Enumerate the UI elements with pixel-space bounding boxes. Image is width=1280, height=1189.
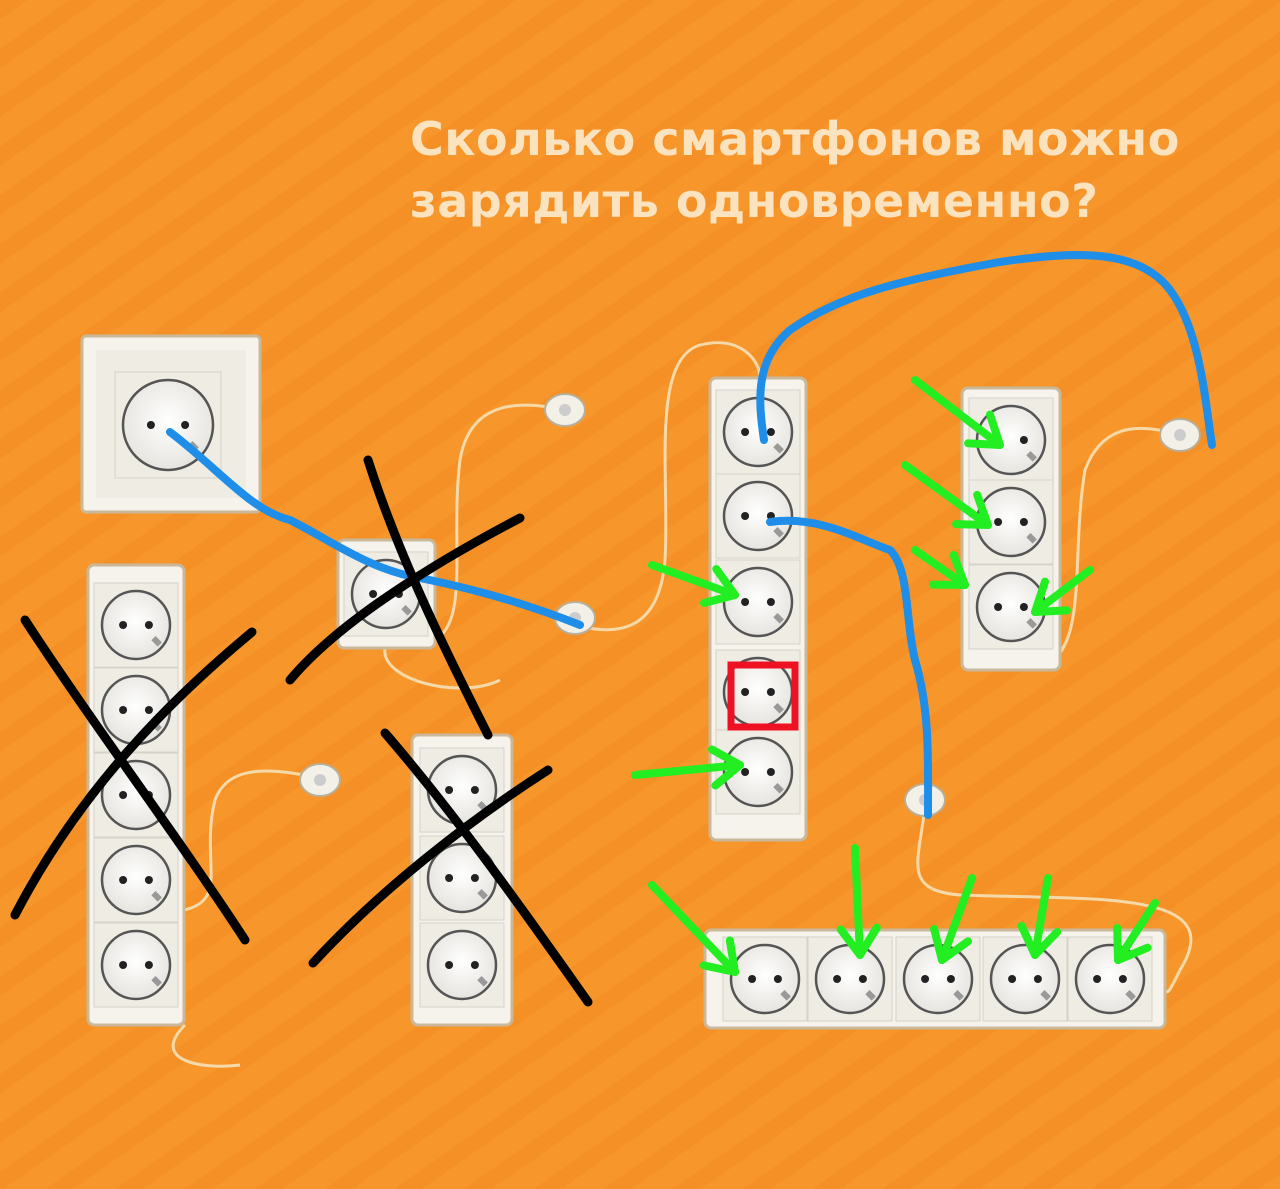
green-arrow — [901, 461, 992, 529]
cross-out-mark — [308, 765, 553, 968]
socket — [715, 559, 801, 645]
power-strip-left — [86, 563, 186, 1027]
green-arrow — [836, 844, 881, 959]
cross-out-mark — [285, 513, 525, 685]
socket — [982, 936, 1068, 1022]
socket — [968, 397, 1054, 483]
blue-connection-line — [166, 428, 584, 629]
green-arrow — [1031, 566, 1094, 616]
title-line-1: Сколько смартфонов можно — [410, 112, 1180, 166]
cord — [574, 341, 762, 632]
plug — [299, 763, 341, 797]
green-arrow — [631, 745, 744, 790]
cord — [434, 403, 566, 642]
question-title: Сколько смартфонов можно зарядить одновр… — [410, 108, 1180, 232]
socket — [715, 473, 801, 559]
cord — [1039, 427, 1181, 670]
cross-out-mark — [380, 728, 593, 1007]
socket — [715, 729, 801, 815]
cross-out-mark — [10, 627, 257, 920]
socket — [93, 837, 179, 923]
plugs — [299, 393, 1201, 817]
socket — [93, 922, 179, 1008]
outlets — [80, 334, 1167, 1030]
plug — [1159, 418, 1201, 452]
green-arrow — [1113, 899, 1159, 964]
cord — [383, 647, 501, 690]
plug — [544, 393, 586, 427]
socket — [722, 936, 808, 1022]
power-strip-bottom — [703, 928, 1167, 1030]
socket — [419, 922, 505, 1008]
socket — [807, 936, 893, 1022]
cord — [171, 1023, 241, 1068]
blue-connection-line — [756, 251, 1216, 449]
title-line-2: зарядить одновременно? — [410, 174, 1099, 228]
green-arrow — [911, 546, 969, 589]
power-cords — [171, 341, 1193, 1068]
cross-out-mark — [363, 455, 493, 740]
red-highlight-box — [727, 661, 799, 731]
green-arrow — [930, 874, 976, 964]
socket — [93, 582, 179, 668]
socket — [1067, 936, 1153, 1022]
green-arrow — [1017, 874, 1062, 959]
blue-connection-line — [766, 516, 933, 819]
cord — [916, 804, 1193, 994]
cross-out-mark — [20, 615, 250, 945]
green-arrow — [911, 376, 1004, 449]
annotations — [10, 251, 1216, 1007]
power-strip-center — [708, 376, 808, 842]
green-arrow — [648, 561, 739, 608]
green-arrow — [648, 881, 739, 976]
